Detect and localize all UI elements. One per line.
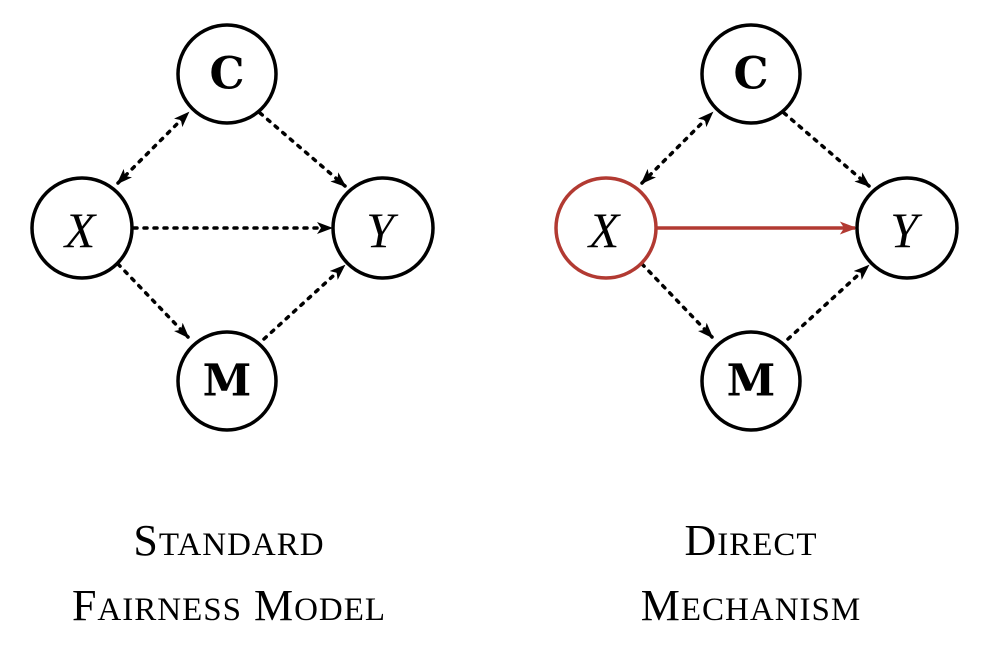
node-m: M xyxy=(176,330,278,432)
caption-line-1: DIRECT xyxy=(684,516,817,565)
node-c: C xyxy=(176,23,278,125)
node-x-highlighted: X xyxy=(554,176,658,280)
edge-c-y xyxy=(782,111,871,188)
edge-x-c-bidirected xyxy=(116,111,190,185)
node-x-label: X xyxy=(63,202,98,258)
edge-x-m xyxy=(116,262,190,339)
panel-direct-mechanism: C X Y M DIRECT MECHANISM xyxy=(554,23,959,630)
edge-m-y xyxy=(262,264,346,341)
node-x: X xyxy=(30,176,134,280)
node-c-label: C xyxy=(733,49,768,100)
node-m: M xyxy=(700,330,802,432)
node-y: Y xyxy=(331,176,435,280)
panel-standard-fairness-model: C X Y M STANDARD FAIRNESS MODEL xyxy=(30,23,435,630)
caption-line-1: STANDARD xyxy=(133,516,324,565)
edge-x-c-bidirected xyxy=(640,111,714,185)
node-c-label: C xyxy=(209,49,244,100)
node-m-label: M xyxy=(203,356,252,407)
edge-c-y xyxy=(258,111,347,188)
node-y-label: Y xyxy=(366,202,399,258)
node-y: Y xyxy=(855,176,959,280)
node-c: C xyxy=(700,23,802,125)
caption-line-2: FAIRNESS MODEL xyxy=(72,581,386,630)
node-x-label: X xyxy=(587,202,622,258)
node-m-label: M xyxy=(727,356,776,407)
edge-x-m xyxy=(640,262,714,339)
edge-m-y xyxy=(786,264,870,341)
caption-line-2: MECHANISM xyxy=(641,581,861,630)
node-y-label: Y xyxy=(890,202,923,258)
